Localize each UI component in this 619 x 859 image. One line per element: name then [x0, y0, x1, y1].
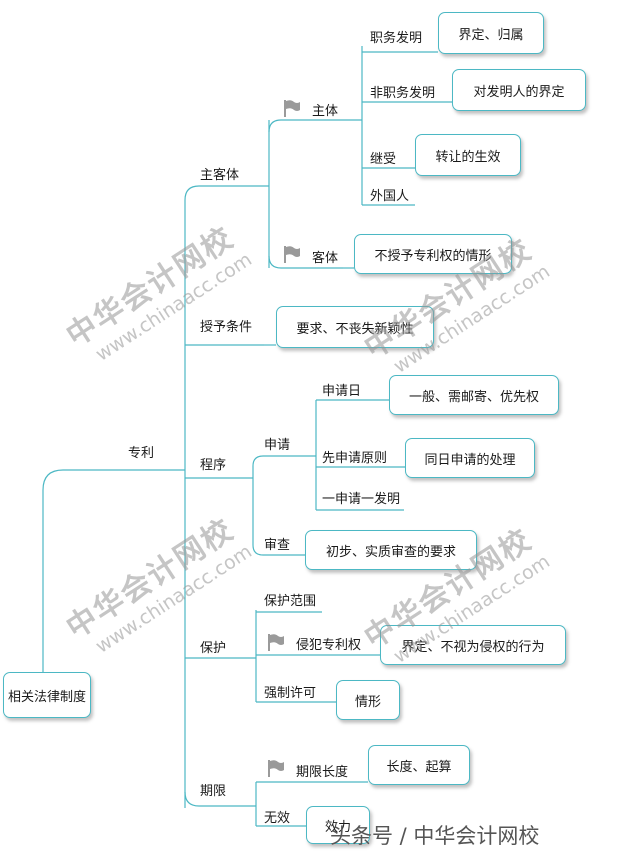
nonjob-invention-label: 非职务发明 [370, 86, 436, 101]
compulsory-license-note[interactable]: 情形 [336, 680, 400, 720]
job-invention-note[interactable]: 界定、归属 [438, 12, 544, 54]
grant-condition-note[interactable]: 要求、不丧失新颖性 [276, 306, 434, 348]
flag-icon [268, 760, 284, 777]
inherit-note-text: 转让的生效 [435, 149, 501, 165]
flag-icon [284, 100, 300, 117]
object-note-text: 不授予专利权的情形 [374, 248, 492, 264]
infringe-label: 侵犯专利权 [296, 638, 362, 653]
nonjob-invention-note[interactable]: 对发明人的界定 [452, 69, 586, 111]
apply-label: 申请 [264, 438, 291, 453]
grant-condition-label: 授予条件 [200, 320, 253, 335]
subject-object-label: 主客体 [200, 168, 240, 183]
flag-icon [268, 634, 284, 651]
term-length-note[interactable]: 长度、起算 [368, 745, 470, 785]
branch-patent-label: 专利 [128, 446, 155, 461]
examine-note[interactable]: 初步、实质审查的要求 [305, 530, 477, 570]
protection-scope-label: 保护范围 [264, 594, 317, 609]
term-label: 期限 [200, 784, 227, 799]
inherit-label: 继受 [370, 152, 397, 167]
root-label: 相关法律制度 [7, 689, 86, 705]
protection-label: 保护 [200, 641, 227, 656]
object-note[interactable]: 不授予专利权的情形 [354, 234, 512, 274]
first-apply-note-text: 同日申请的处理 [424, 452, 516, 468]
term-length-label: 期限长度 [296, 765, 349, 780]
examine-label: 审查 [264, 538, 291, 553]
job-invention-note-text: 界定、归属 [458, 27, 524, 43]
first-apply-note[interactable]: 同日申请的处理 [405, 438, 535, 478]
term-length-note-text: 长度、起算 [386, 759, 452, 775]
invalid-label: 无效 [264, 811, 291, 826]
first-apply-label: 先申请原则 [322, 451, 388, 466]
object-label: 客体 [312, 251, 339, 266]
grant-condition-note-text: 要求、不丧失新颖性 [296, 321, 414, 337]
subject-label: 主体 [312, 104, 339, 119]
root-node[interactable]: 相关法律制度 [3, 672, 91, 718]
source-credit: 头条号 / 中华会计网校 [330, 824, 540, 848]
apply-date-note[interactable]: 一般、需邮寄、优先权 [389, 375, 559, 415]
foreigner-label: 外国人 [370, 189, 410, 204]
invalid-note[interactable]: 效力 [306, 806, 370, 844]
compulsory-license-note-text: 情形 [354, 694, 381, 710]
flag-icon [284, 246, 300, 263]
job-invention-label: 职务发明 [370, 31, 423, 46]
examine-note-text: 初步、实质审查的要求 [325, 544, 456, 560]
one-apply-label: 一申请一发明 [322, 492, 401, 507]
infringe-note[interactable]: 界定、不视为侵权的行为 [380, 625, 566, 665]
compulsory-license-label: 强制许可 [264, 686, 317, 701]
apply-date-note-text: 一般、需邮寄、优先权 [408, 389, 539, 405]
invalid-note-text: 效力 [324, 819, 351, 835]
nonjob-invention-note-text: 对发明人的界定 [473, 84, 565, 100]
procedure-label: 程序 [200, 458, 227, 473]
apply-date-label: 申请日 [322, 384, 362, 399]
infringe-note-text: 界定、不视为侵权的行为 [401, 639, 545, 655]
inherit-note[interactable]: 转让的生效 [415, 134, 521, 176]
